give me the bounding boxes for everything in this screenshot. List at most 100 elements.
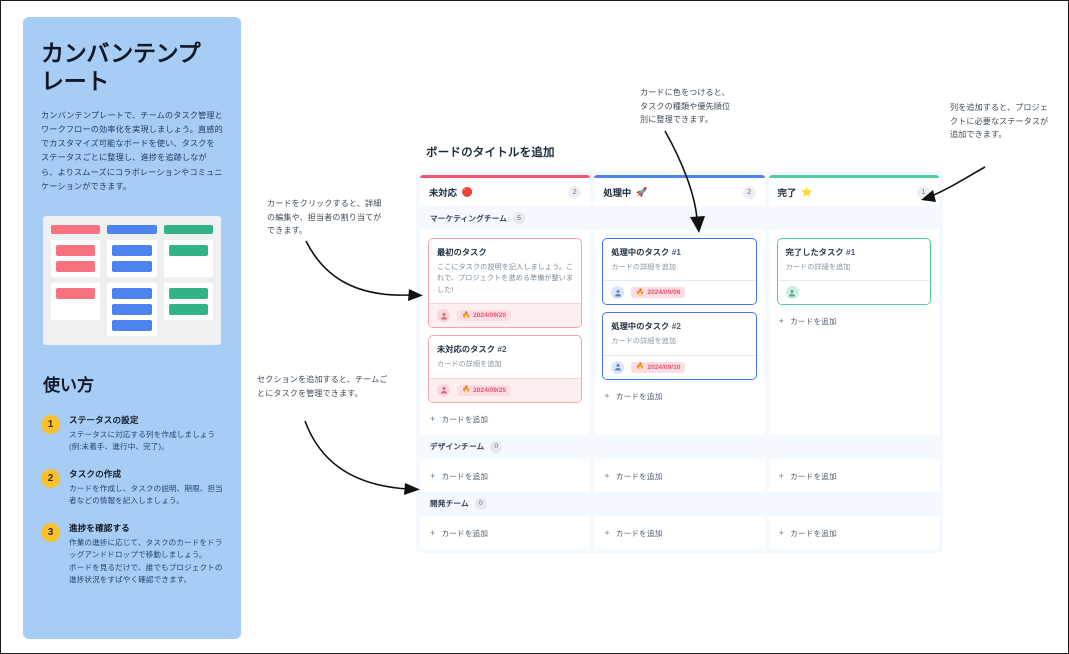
illustration-spacer: [169, 261, 208, 272]
plus-icon: +: [430, 470, 436, 481]
section-body-development: + カードを追加 + カードを追加 + カードを追加: [420, 515, 939, 549]
illustration-bar: [168, 287, 208, 299]
add-card-button[interactable]: + カードを追加: [777, 524, 931, 543]
illustration-card: [51, 239, 101, 277]
section-count-badge: 0: [490, 440, 503, 453]
task-card[interactable]: 最初のタスク ここにタスクの説明を記入しましょう。これで、プロジェクトを進める準…: [428, 238, 583, 329]
due-date-badge[interactable]: 🔥 2024/09/10: [631, 361, 686, 373]
due-date-text: 2024/09/10: [647, 363, 681, 371]
add-card-button[interactable]: + カードを追加: [428, 524, 582, 543]
howto-step: 2 タスクの作成 カードを作成し、タスクの説明、期限、担当者などの情報を記入しま…: [41, 468, 223, 508]
section-name: デザインチーム: [430, 442, 485, 452]
add-card-button[interactable]: + カードを追加: [602, 467, 756, 486]
annotation-add-section: セクションを追加すると、チームごとにタスクを管理できます。: [257, 375, 388, 398]
assignee-avatar-icon[interactable]: [611, 286, 625, 300]
kanban-illustration: [43, 215, 221, 345]
card-footer: 🔥 2024/09/06: [603, 280, 756, 305]
due-date-text: 2024/09/20: [473, 312, 507, 320]
task-card[interactable]: 未対応のタスク #2 カードの詳細を追加 🔥 2024/09/25: [428, 335, 583, 403]
plus-icon: +: [604, 390, 610, 401]
section-body-design: + カードを追加 + カードを追加 + カードを追加: [420, 458, 939, 492]
column-name: 処理中: [603, 188, 632, 198]
column-header-done[interactable]: 完了 ⭐ 1: [768, 175, 939, 206]
task-card[interactable]: 処理中のタスク #1 カードの詳細を追加 🔥 2024/09/06: [602, 238, 757, 306]
add-card-button[interactable]: + カードを追加: [602, 387, 756, 406]
howto-step: 1 ステータスの設定 ステータスに対応する列を作成しましょう(例:未着手、進行中…: [41, 414, 223, 454]
add-card-label: カードを追加: [790, 528, 837, 538]
arrow-card-color: [664, 130, 705, 233]
board-title[interactable]: ボードのタイトルを追加: [426, 147, 555, 159]
section-column-inprogress: + カードを追加: [594, 458, 765, 492]
add-card-button[interactable]: + カードを追加: [428, 467, 582, 486]
illustration-card: [51, 282, 101, 320]
add-card-button[interactable]: + カードを追加: [777, 467, 931, 486]
due-date-badge[interactable]: 🔥 2024/09/25: [457, 384, 512, 396]
add-card-label: カードを追加: [615, 471, 663, 481]
plus-icon: +: [778, 527, 785, 538]
column-header-inprogress[interactable]: 処理中 🚀 2: [594, 175, 765, 206]
card-title: 処理中のタスク #1: [611, 248, 682, 257]
section-body-marketing: 最初のタスク ここにタスクの説明を記入しましょう。これで、プロジェクトを進める準…: [420, 230, 939, 435]
arrow-card-click: [305, 240, 423, 301]
fire-icon: 🔥: [636, 288, 645, 296]
due-date-badge[interactable]: 🔥 2024/09/06: [631, 287, 686, 299]
kanban-board: 未対応 🔴 2 処理中 🚀 2 完了 ⭐ 1: [416, 171, 943, 553]
illustration-bar: [112, 244, 152, 256]
illustration-bar: [168, 303, 208, 315]
section-column-inprogress: 処理中のタスク #1 カードの詳細を追加 🔥 2024/09/06: [594, 230, 765, 435]
step-text: 作業の進捗に応じて、タスクのカードをドラッグアンドドロップで移動しましょう。 ボ…: [69, 537, 223, 585]
add-card-button[interactable]: + カードを追加: [602, 524, 756, 543]
illustration-bar: [56, 287, 96, 299]
section-column-done: + カードを追加: [768, 515, 939, 549]
illustration-bar: [112, 303, 152, 315]
task-card[interactable]: 完了したタスク #1 カードの詳細を追加: [776, 238, 931, 306]
annotation-card-click: カードをクリックすると、詳細の編集や、担当者の割り当てができます。: [267, 199, 382, 236]
section-name: マーケティングチーム: [430, 213, 508, 223]
illustration-column-header: [51, 224, 101, 234]
step-heading: タスクの作成: [69, 468, 122, 479]
section-column-todo: + カードを追加: [420, 458, 591, 492]
add-card-button[interactable]: + カードを追加: [428, 410, 582, 429]
section-count-badge: 0: [474, 497, 487, 510]
card-footer: [777, 280, 930, 305]
fire-icon: 🔥: [636, 363, 645, 371]
illustration-bar: [56, 244, 96, 256]
card-footer: 🔥 2024/09/25: [429, 377, 582, 402]
card-description: カードの詳細を追加: [611, 263, 677, 271]
assignee-avatar-icon[interactable]: [611, 360, 625, 374]
section-column-done: 完了したタスク #1 カードの詳細を追加 + カードを追加: [768, 230, 939, 435]
assignee-avatar-icon[interactable]: [785, 286, 799, 300]
illustration-card: [107, 239, 157, 277]
plus-icon: +: [430, 413, 436, 424]
due-date-text: 2024/09/06: [647, 289, 681, 297]
card-title: 最初のタスク: [437, 248, 487, 257]
add-card-label: カードを追加: [790, 317, 837, 327]
column-header-todo[interactable]: 未対応 🔴 2: [420, 175, 591, 206]
rocket-icon: 🚀: [636, 186, 648, 197]
column-count-badge: 2: [568, 185, 582, 199]
column-name: 未対応: [429, 188, 457, 198]
task-card[interactable]: 処理中のタスク #2 カードの詳細を追加 🔥 2024/09/10: [602, 312, 757, 380]
illustration-column-green: [163, 224, 213, 336]
due-date-badge[interactable]: 🔥 2024/09/20: [457, 310, 512, 322]
illustration-card: [163, 282, 213, 320]
board-columns-header: 未対応 🔴 2 処理中 🚀 2 完了 ⭐ 1: [420, 175, 939, 206]
section-header-design[interactable]: デザインチーム 0: [420, 434, 939, 459]
arrow-add-column: [921, 166, 986, 202]
step-text: カードを作成し、タスクの説明、期限、担当者などの情報を記入しましょう。: [69, 483, 223, 506]
section-header-marketing[interactable]: マーケティングチーム 5: [420, 206, 939, 230]
assignee-avatar-icon[interactable]: [437, 383, 450, 397]
illustration-bar: [112, 260, 152, 272]
card-description: カードの詳細を追加: [437, 360, 502, 369]
add-card-button[interactable]: + カードを追加: [777, 312, 931, 331]
illustration-card: [107, 282, 157, 336]
section-column-todo: 最初のタスク ここにタスクの説明を記入しましょう。これで、プロジェクトを進める準…: [420, 230, 591, 435]
illustration-card: [163, 239, 213, 277]
howto-title: 使い方: [43, 375, 94, 395]
card-footer: 🔥 2024/09/20: [429, 303, 582, 328]
assignee-avatar-icon[interactable]: [437, 309, 450, 323]
section-header-development[interactable]: 開発チーム 0: [420, 491, 939, 516]
add-card-label: カードを追加: [441, 414, 489, 424]
illustration-column-blue: [107, 224, 157, 336]
